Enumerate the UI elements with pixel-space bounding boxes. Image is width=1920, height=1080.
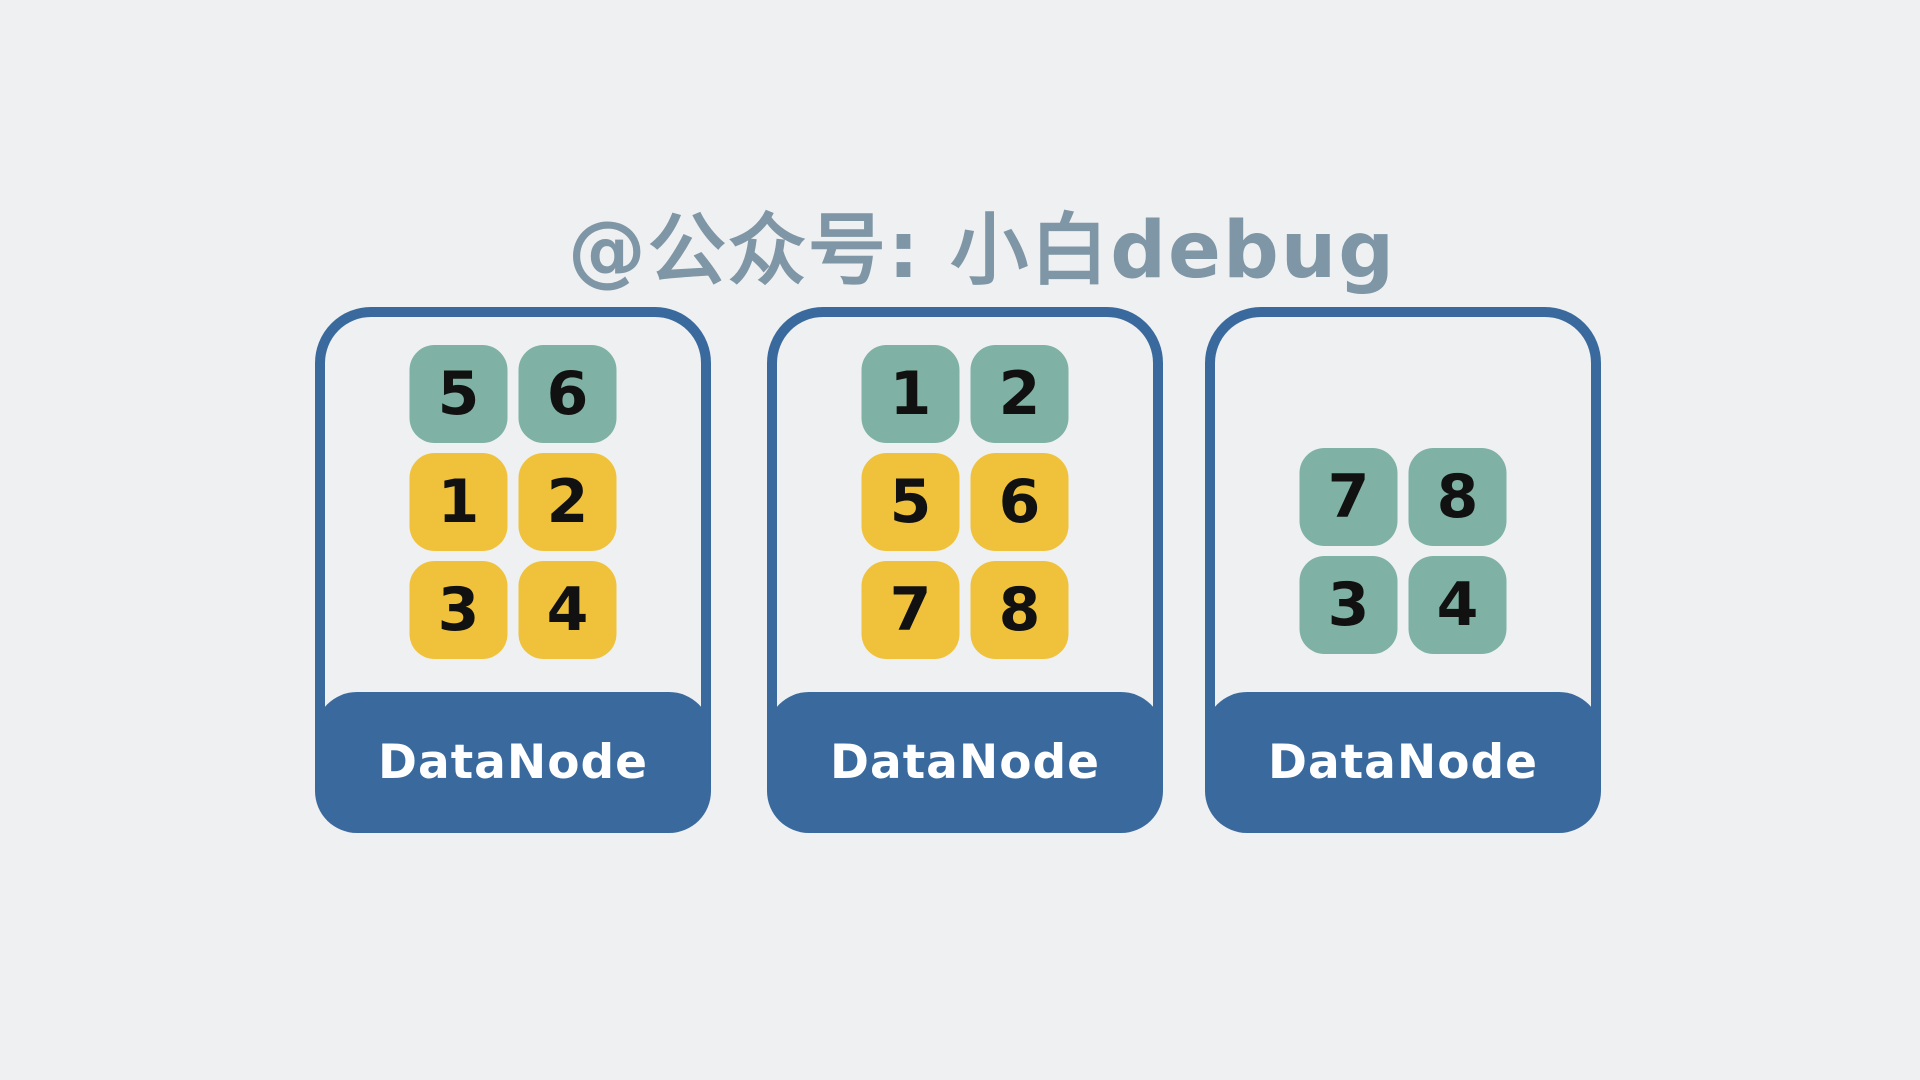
data-block-7: 7 <box>861 561 960 659</box>
data-block-6: 6 <box>970 453 1069 551</box>
data-block-2: 2 <box>970 345 1069 443</box>
datanode-label: DataNode <box>829 735 1101 790</box>
data-block-4: 4 <box>518 561 617 659</box>
data-block-5: 5 <box>409 345 508 443</box>
watermark-text: @公众号: 小白debug <box>567 206 1397 296</box>
datanode-label: DataNode <box>1267 735 1539 790</box>
data-block-5: 5 <box>861 453 960 551</box>
data-block-1: 1 <box>409 453 508 551</box>
datanode-label: DataNode <box>377 735 649 790</box>
data-block-3: 3 <box>409 561 508 659</box>
data-block-8: 8 <box>970 561 1069 659</box>
data-block-7: 7 <box>1299 448 1398 546</box>
data-block-1: 1 <box>861 345 960 443</box>
data-block-3: 3 <box>1299 556 1398 654</box>
datanode-footer: DataNode <box>1205 692 1601 833</box>
datanode-footer: DataNode <box>767 692 1163 833</box>
data-block-6: 6 <box>518 345 617 443</box>
data-block-8: 8 <box>1408 448 1507 546</box>
data-block-4: 4 <box>1408 556 1507 654</box>
data-block-2: 2 <box>518 453 617 551</box>
datanode-footer: DataNode <box>315 692 711 833</box>
